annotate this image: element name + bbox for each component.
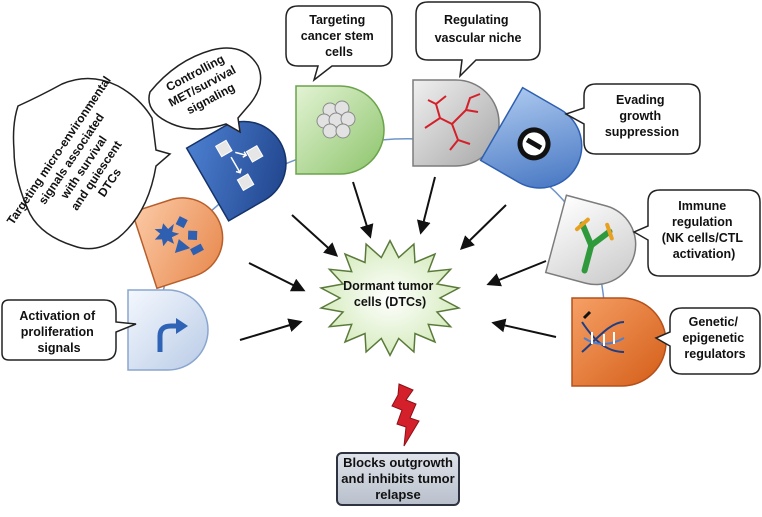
result-box: Blocks outgrowth and inhibits tumor rela… (336, 452, 460, 506)
shapes-icon (154, 216, 204, 256)
callout-growth-line-1: Evading (616, 93, 665, 107)
center-label-line-2: cells (DTCs) (354, 295, 426, 309)
arrow-proliferation (239, 318, 303, 341)
arrow-microenvironment (248, 262, 306, 292)
callout-genetic-line-2: epigenetic (682, 331, 744, 345)
arrows (239, 176, 557, 341)
callout-proliferation-line-2: proliferation (21, 325, 94, 339)
callout-genetic: Genetic/ epigenetic regulators (654, 307, 761, 375)
result-label: Blocks outgrowth and inhibits tumor rela… (341, 455, 455, 502)
cube-transition-icon (214, 139, 264, 192)
arrow-vascular (416, 176, 436, 235)
strategy-genetic (571, 297, 667, 387)
dormant-tumor-cells-burst: Dormant tumor cells (DTCs) (318, 238, 462, 358)
svg-text:Evading growth sup: Evading growth suppression (605, 93, 679, 139)
center-label-line-1: Dormant tumor (343, 279, 433, 293)
callout-immune-line-1: Immune (678, 199, 726, 213)
antibody-icon (575, 217, 614, 274)
callout-immune-line-4: activation) (673, 247, 736, 261)
arrow-genetic (491, 318, 557, 338)
callout-immune-line-2: regulation (672, 215, 732, 229)
cell-cluster-icon (316, 100, 356, 139)
svg-text:Dormant tumor cells (DTC: Dormant tumor cells (DTCs) (343, 279, 437, 309)
strategy-growth-suppression (479, 86, 583, 189)
callout-growth-suppression: Evading growth suppression (564, 83, 701, 155)
arrow-growth-suppression (459, 204, 507, 250)
svg-text:Regulating vascular nich: Regulating vascular niche (435, 13, 522, 45)
callout-vascular: Regulating vascular niche (415, 1, 541, 79)
prohibition-icon (517, 127, 551, 161)
strategy-microenvironment (131, 197, 224, 290)
arrow-immune (486, 260, 547, 287)
callout-growth-line-2: growth (619, 109, 661, 123)
callout-vascular-line-1: Regulating (444, 13, 509, 27)
callout-stem-cells: Targeting cancer stem cells (285, 5, 393, 83)
lightning-bolt-icon (391, 383, 420, 447)
curved-arrow-icon (157, 318, 188, 352)
callout-vascular-line-2: vascular niche (435, 31, 522, 45)
strategy-vascular (412, 79, 500, 167)
svg-text:Genetic/ epigenetic: Genetic/ epigenetic regulators (682, 315, 747, 361)
callout-genetic-line-3: regulators (684, 347, 745, 361)
svg-text:Activation of proliferat: Activation of proliferation signals (19, 309, 98, 355)
callout-stem-line-2: cancer stem (301, 29, 374, 43)
callout-microenvironment: Targeting micro-environmental signals as… (4, 74, 172, 250)
callout-immune-line-3: (NK cells/CTL (662, 231, 744, 245)
callout-proliferation: Activation of proliferation signals (1, 299, 137, 361)
strategy-immune (544, 194, 637, 286)
strategy-met-survival (185, 120, 287, 222)
callout-growth-line-3: suppression (605, 125, 679, 139)
callout-proliferation-line-3: signals (37, 341, 80, 355)
strategy-proliferation (127, 289, 209, 371)
callout-immune: Immune regulation (NK cells/CTL activati… (632, 189, 761, 277)
strategy-stem-cells (295, 85, 385, 175)
dna-helix-icon (581, 310, 625, 353)
blood-vessel-icon (424, 93, 481, 151)
callout-met-survival: Controlling MET/survival signaling (148, 47, 262, 134)
svg-text:Immune regulation: Immune regulation (NK cells/CTL activati… (662, 199, 747, 261)
callout-genetic-line-1: Genetic/ (689, 315, 739, 329)
arrow-stem-cells (352, 181, 374, 239)
svg-text:Targeting cancer stem: Targeting cancer stem cells (301, 13, 377, 59)
callout-proliferation-line-1: Activation of (19, 309, 96, 323)
arrow-met-survival (291, 214, 339, 257)
callout-stem-line-1: Targeting (309, 13, 365, 27)
callout-stem-line-3: cells (325, 45, 353, 59)
